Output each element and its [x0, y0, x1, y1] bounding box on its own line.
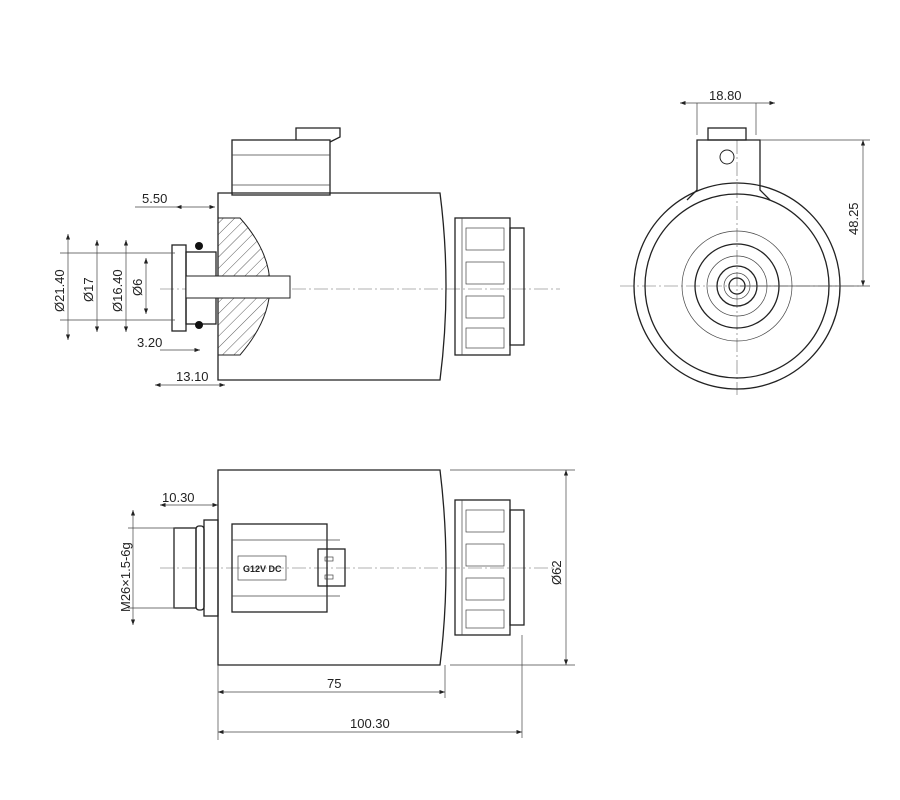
dim-diameter-62: Ø62: [549, 560, 564, 585]
side-view: G12V DC 10.30 M26×1.5-6g Ø62 75 100.30: [118, 469, 575, 740]
dim-10-30: 10.30: [162, 490, 195, 505]
connector: G12V DC: [231, 523, 346, 613]
nut: [454, 217, 525, 356]
dim-thread: M26×1.5-6g: [118, 542, 133, 612]
dim-13-10: 13.10: [176, 369, 209, 384]
dim-5-50: 5.50: [142, 191, 167, 206]
coil-body: [217, 192, 447, 381]
connector-label: G12V DC: [243, 564, 282, 574]
dim-6: Ø6: [130, 279, 145, 296]
dimension-lines: [60, 204, 225, 388]
connector-tab: [686, 139, 771, 201]
fitting: [173, 519, 219, 617]
dim-21-40: Ø21.40: [52, 269, 67, 312]
connector-housing: [231, 127, 341, 196]
dim-75: 75: [327, 676, 341, 691]
end-view: 18.80 48.25: [620, 88, 870, 395]
dim-17: Ø17: [81, 277, 96, 302]
coil-body: [217, 469, 447, 666]
top-view: 5.50 Ø21.40 Ø17 Ø16.40 Ø6 3.20 13.10: [52, 127, 560, 388]
logo-icon: [719, 149, 735, 165]
dim-48-25: 48.25: [846, 202, 861, 235]
dim-16-40: Ø16.40: [110, 269, 125, 312]
dimension-lines: [128, 469, 575, 740]
nut: [454, 499, 525, 636]
dim-100-30: 100.30: [350, 716, 390, 731]
fitting: [171, 242, 291, 332]
dim-3-20: 3.20: [137, 335, 162, 350]
dim-18-80: 18.80: [709, 88, 742, 103]
